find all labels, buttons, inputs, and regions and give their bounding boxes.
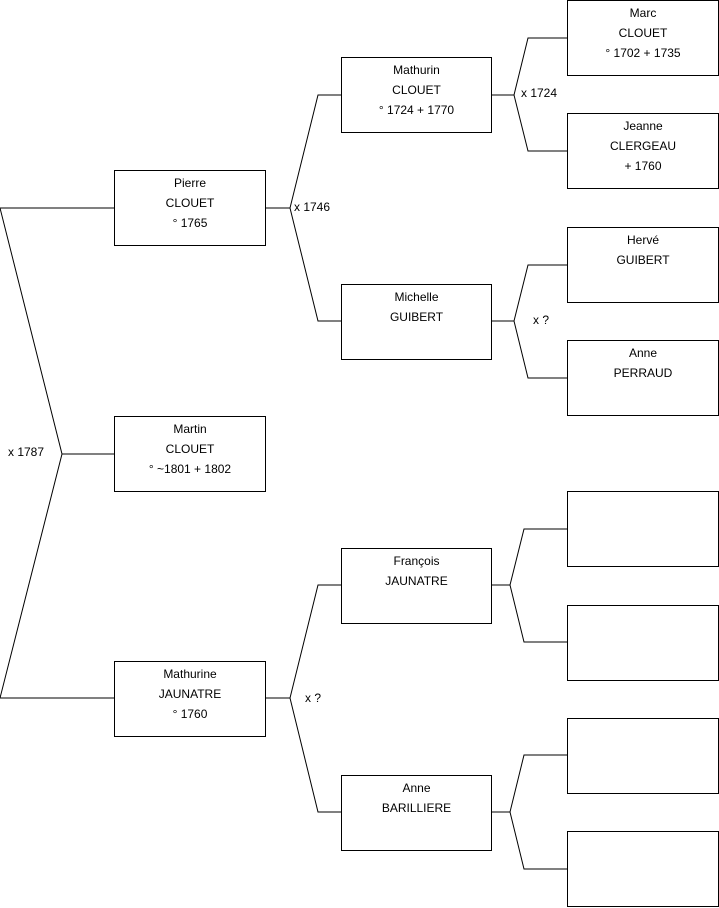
person-box-empty [567, 718, 719, 794]
life-dates: ° 1765 [172, 216, 208, 230]
person-box-anne-barilliere: Anne BARILLIERE [341, 775, 492, 851]
given-name: Mathurin [393, 63, 440, 77]
surname: GUIBERT [389, 310, 444, 324]
surname: CLERGEAU [609, 139, 677, 153]
life-dates: ° ~1801 + 1802 [148, 462, 232, 476]
surname: JAUNATRE [158, 687, 222, 701]
person-box-empty [567, 605, 719, 681]
surname: CLOUET [165, 196, 215, 210]
person-box-mathurine-jaunatre: Mathurine JAUNATRE ° 1760 [114, 661, 266, 737]
person-box-francois-jaunatre: François JAUNATRE [341, 548, 492, 624]
given-name: Anne [402, 781, 431, 795]
given-name: Jeanne [623, 119, 663, 133]
person-box-jeanne-clergeau: Jeanne CLERGEAU + 1760 [567, 113, 719, 189]
surname: BARILLIERE [381, 801, 452, 815]
life-dates: ° 1760 [172, 707, 208, 721]
given-name: Anne [628, 346, 658, 360]
marriage-label: x 1787 [8, 445, 45, 459]
connector-line [0, 207, 114, 699]
marriage-label: x ? [305, 691, 322, 705]
given-name: Michelle [394, 290, 439, 304]
person-box-anne-perraud: Anne PERRAUD [567, 340, 719, 416]
marriage-label: x ? [533, 313, 550, 327]
life-dates: + 1760 [624, 159, 662, 173]
connector-line [289, 94, 341, 322]
marriage-label: x 1746 [294, 200, 331, 214]
connector-line [509, 528, 567, 643]
surname: JAUNATRE [385, 574, 448, 588]
person-box-mathurin-clouet: Mathurin CLOUET ° 1724 + 1770 [341, 57, 492, 133]
life-dates: ° 1724 + 1770 [378, 103, 455, 117]
connector-line [513, 37, 567, 152]
person-box-marc-clouet: Marc CLOUET ° 1702 + 1735 [567, 0, 719, 76]
marriage-label: x 1724 [521, 86, 558, 100]
connector-line [513, 264, 567, 379]
person-box-empty [567, 491, 719, 567]
surname: CLOUET [618, 26, 668, 40]
person-box-martin-clouet: Martin CLOUET ° ~1801 + 1802 [114, 416, 266, 492]
given-name: Mathurine [163, 667, 217, 681]
person-box-michelle-guibert: Michelle GUIBERT [341, 284, 492, 360]
surname: CLOUET [165, 442, 215, 456]
surname: GUIBERT [616, 253, 670, 267]
life-dates: ° 1702 + 1735 [605, 46, 681, 60]
given-name: Pierre [173, 176, 206, 190]
given-name: Marc [629, 6, 657, 20]
surname: CLOUET [392, 83, 441, 97]
connector-line [289, 584, 341, 813]
person-box-herve-guibert: Hervé GUIBERT [567, 227, 719, 303]
given-name: Hervé [626, 233, 659, 247]
surname: PERRAUD [613, 366, 673, 380]
given-name: François [393, 554, 440, 568]
person-box-empty [567, 831, 719, 907]
given-name: Martin [173, 422, 207, 436]
person-box-pierre-clouet: Pierre CLOUET ° 1765 [114, 170, 266, 246]
connector-line [509, 754, 567, 870]
